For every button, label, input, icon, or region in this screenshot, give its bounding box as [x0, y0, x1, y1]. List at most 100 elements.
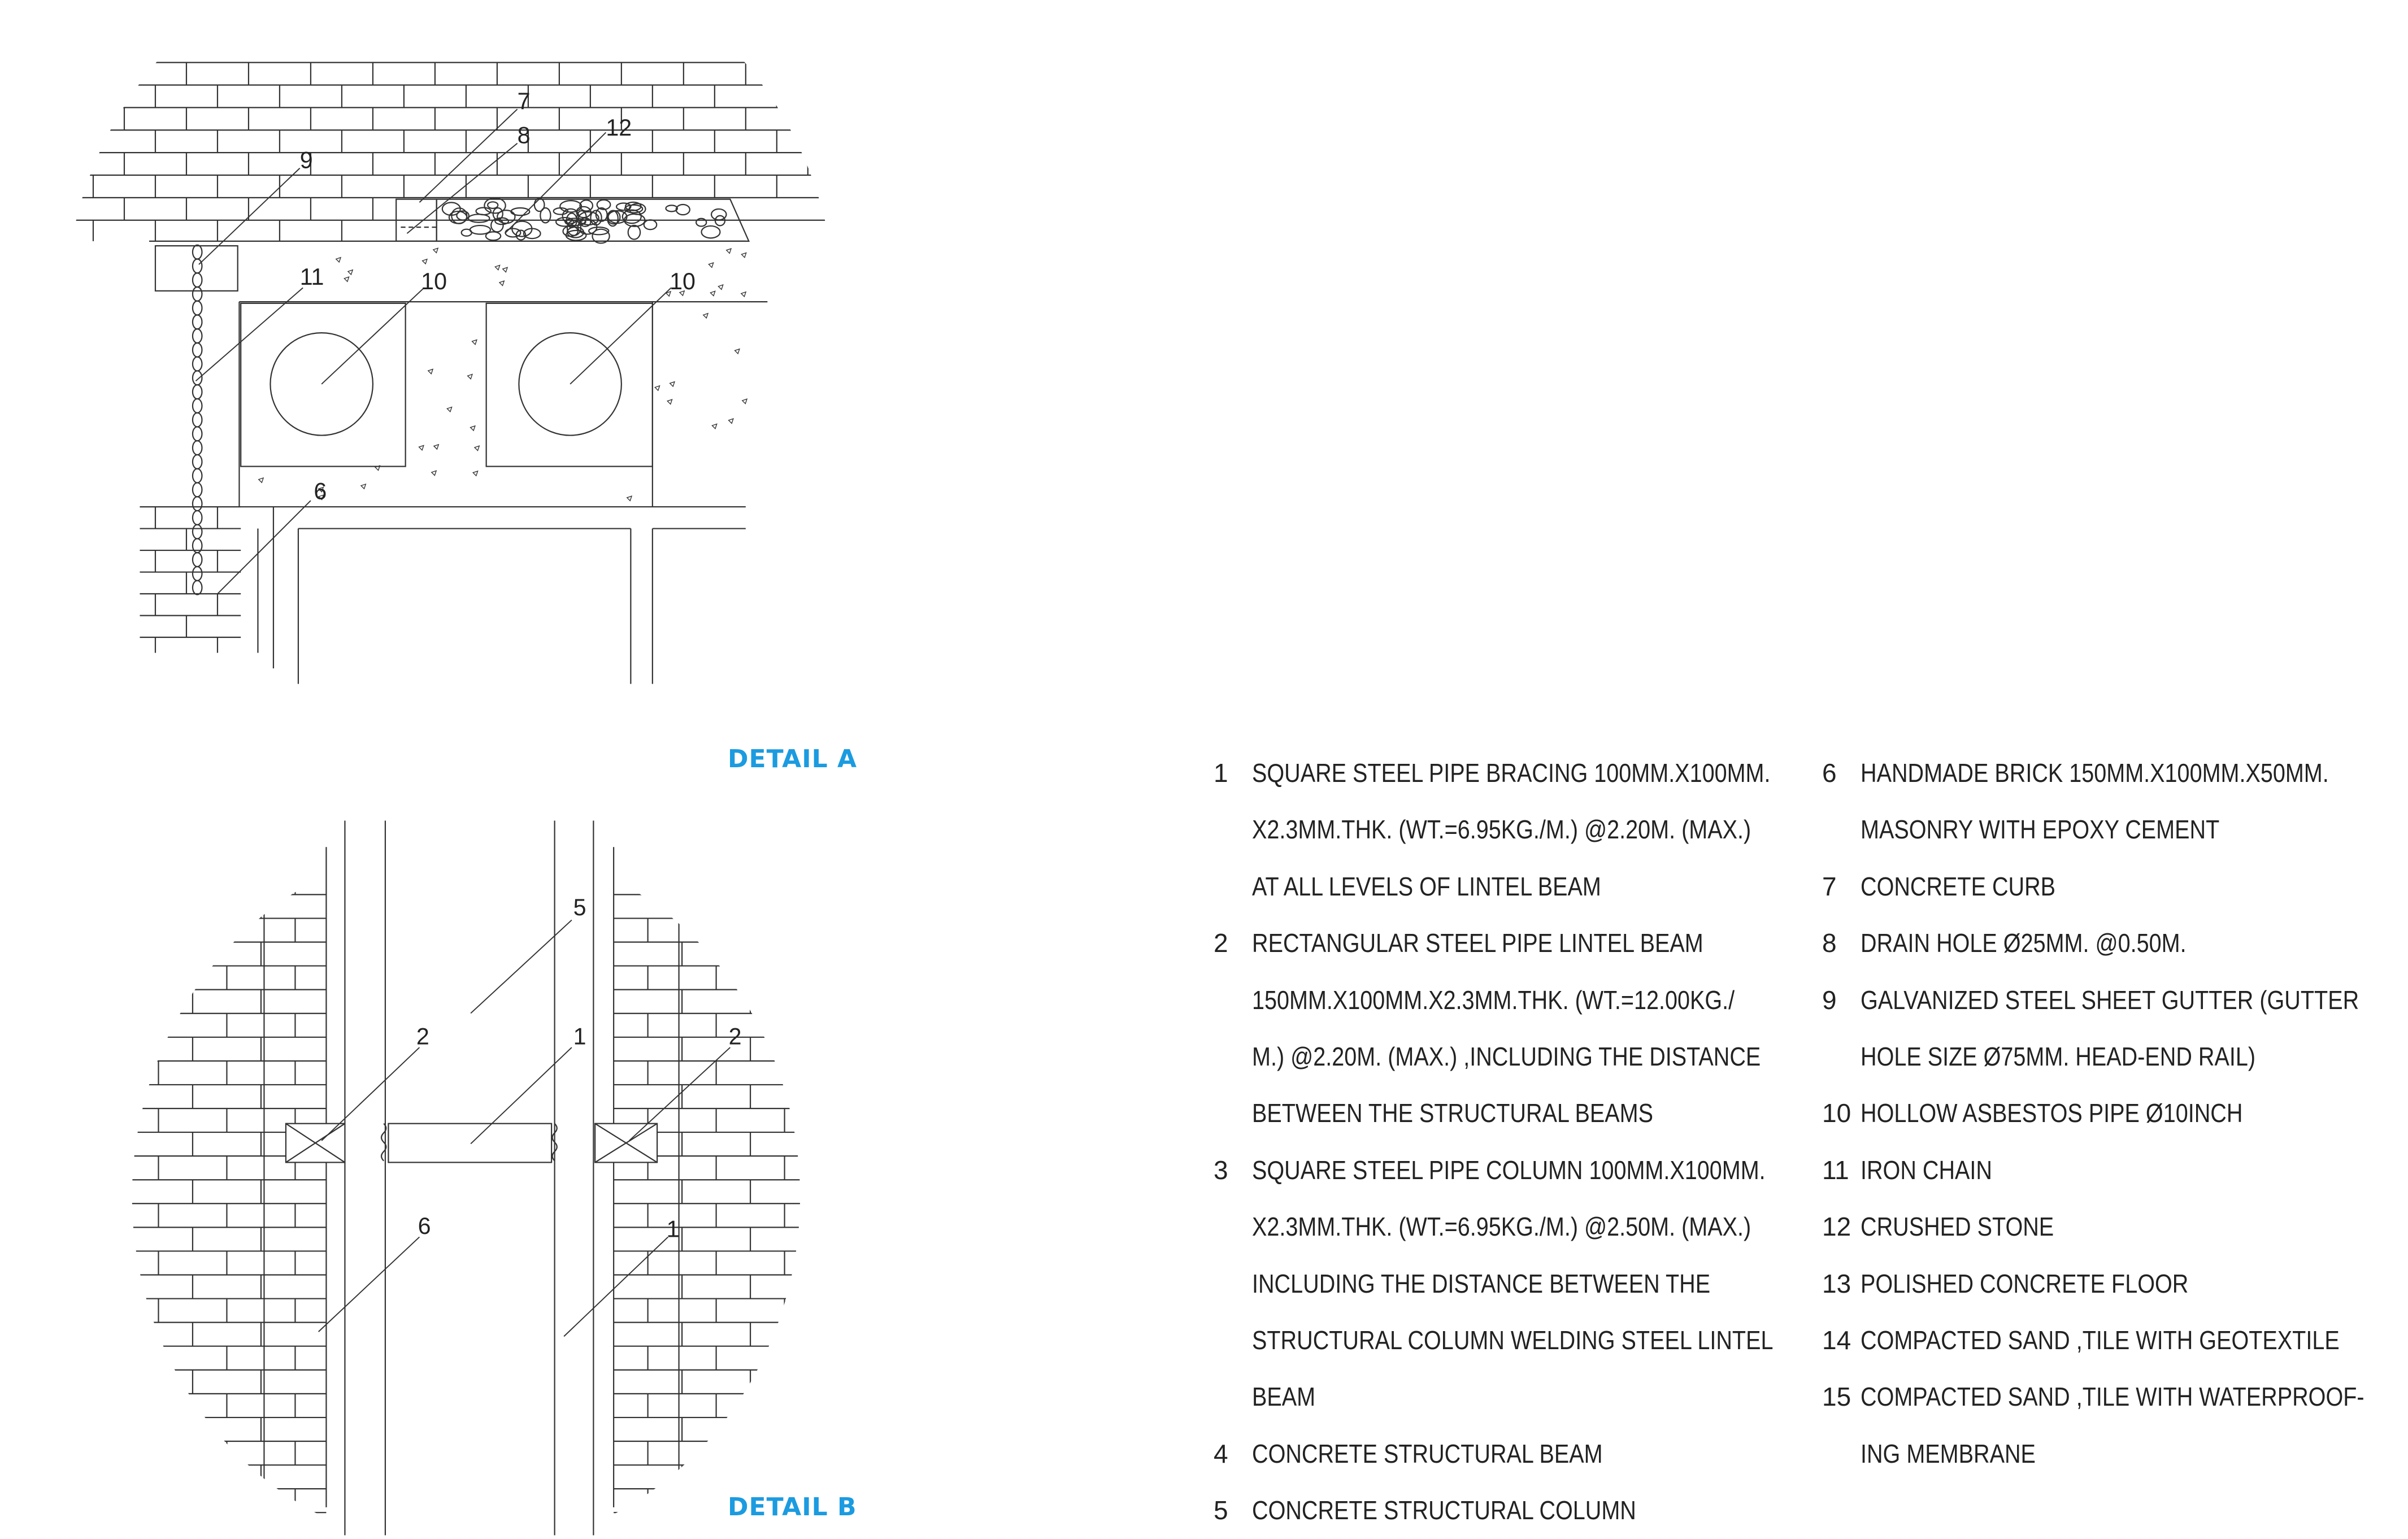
pipe-box-right	[485, 302, 653, 467]
brick-walls-b	[132, 846, 801, 1536]
legend-text: IRON CHAIN	[1861, 1142, 2398, 1198]
legend-line: X2.3MM.THK. (WT.=6.95KG./M.) @2.20M. (MA…	[1252, 815, 1751, 845]
legend-line: M.) @2.20M. (MAX.) ,INCLUDING THE DISTAN…	[1252, 1042, 1761, 1072]
legend-number: 7	[1822, 871, 1837, 901]
legend-text: CRUSHED STONE	[1861, 1198, 2398, 1255]
legend-line: X2.3MM.THK. (WT.=6.95KG./M.) @2.50M. (MA…	[1252, 1212, 1751, 1242]
legend-line: BEAM	[1252, 1382, 1316, 1412]
detail-a-drawing	[65, 62, 836, 684]
callout-b-2-right: 2	[729, 1023, 742, 1049]
legend-text: CONCRETE STRUCTURAL COLUMN	[1252, 1482, 1779, 1538]
callout-a-6: 6	[314, 478, 327, 504]
legend-text: CONCRETE CURB	[1861, 858, 2398, 915]
callout-a-7: 7	[518, 88, 531, 114]
legend-number: 3	[1214, 1155, 1228, 1185]
legend-line: POLISHED CONCRETE FLOOR	[1861, 1268, 2189, 1298]
legend-text: COMPACTED SAND ,TILE WITH WATERPROOF- ING…	[1861, 1368, 2408, 1482]
legend-text: SQUARE STEEL PIPE COLUMN 100MM.X100MM. X2…	[1252, 1142, 1858, 1425]
legend-number: 12	[1822, 1212, 1851, 1242]
legend-item: 7 CONCRETE CURB	[1822, 858, 2398, 915]
legend-number: 15	[1822, 1382, 1851, 1412]
legend-line: DRAIN HOLE Ø25MM. @0.50M.	[1861, 928, 2187, 958]
legend-line: AT ALL LEVELS OF LINTEL BEAM	[1252, 871, 1601, 901]
brick-wall-left	[140, 506, 241, 653]
legend-text: HOLLOW ASBESTOS PIPE Ø10INCH	[1861, 1085, 2398, 1141]
callout-a-8: 8	[518, 123, 531, 149]
callout-b-2-left: 2	[416, 1023, 429, 1049]
legend-number: 1	[1214, 758, 1228, 788]
legend-left-column: 1 SQUARE STEEL PIPE BRACING 100MM.X100MM.…	[1214, 745, 1779, 1539]
legend-number: 8	[1822, 928, 1837, 958]
legend-item: 13 POLISHED CONCRETE FLOOR	[1822, 1255, 2398, 1312]
callout-b-5: 5	[573, 894, 586, 920]
legend-text: COMPACTED SAND ,TILE WITH GEOTEXTILE	[1861, 1312, 2408, 1368]
callout-a-9: 9	[300, 147, 313, 173]
callout-b-1-right: 1	[667, 1216, 680, 1242]
legend-line: ING MEMBRANE	[1861, 1438, 2036, 1468]
legend-text: GALVANIZED STEEL SHEET GUTTER (GUTTER HOL…	[1861, 972, 2408, 1085]
leader-lines-b	[318, 919, 731, 1337]
asbestos-pipe-left	[270, 332, 374, 436]
legend-line: CONCRETE STRUCTURAL BEAM	[1252, 1438, 1603, 1468]
callout-a-11: 11	[300, 264, 324, 290]
legend-line: STRUCTURAL COLUMN WELDING STEEL LINTEL	[1252, 1325, 1774, 1355]
legend-number: 14	[1822, 1325, 1851, 1355]
legend-item: 4 CONCRETE STRUCTURAL BEAM	[1214, 1425, 1779, 1482]
legend-text: HANDMADE BRICK 150MM.X100MM.X50MM.MASONR…	[1861, 745, 2405, 858]
detail-b-title: DETAIL B	[728, 1493, 857, 1521]
legend-line: INCLUDING THE DISTANCE BETWEEN THE	[1252, 1268, 1711, 1298]
callout-b-6: 6	[418, 1213, 431, 1239]
legend-number: 6	[1822, 758, 1837, 788]
legend-item: 15 COMPACTED SAND ,TILE WITH WATERPROOF- I…	[1822, 1368, 2398, 1482]
legend-item: 10 HOLLOW ASBESTOS PIPE Ø10INCH	[1822, 1085, 2398, 1141]
legend-number: 2	[1214, 928, 1228, 958]
legend-item: 3 SQUARE STEEL PIPE COLUMN 100MM.X100MM. X…	[1214, 1142, 1779, 1425]
legend-line: SQUARE STEEL PIPE COLUMN 100MM.X100MM.	[1252, 1155, 1766, 1185]
legend-number: 4	[1214, 1438, 1228, 1468]
legend-text: SQUARE STEEL PIPE BRACING 100MM.X100MM. X…	[1252, 745, 1855, 915]
legend-text: DRAIN HOLE Ø25MM. @0.50M.	[1861, 915, 2398, 971]
gutter	[154, 245, 238, 292]
callout-a-12: 12	[606, 115, 632, 141]
legend-line: BETWEEN THE STRUCTURAL BEAMS	[1252, 1098, 1653, 1128]
legend-line: CONCRETE STRUCTURAL COLUMN	[1252, 1495, 1636, 1525]
legend-number: 9	[1822, 985, 1837, 1015]
legend-number: 13	[1822, 1268, 1851, 1298]
crushed-stone	[436, 198, 750, 242]
legend-line: CRUSHED STONE	[1861, 1212, 2054, 1242]
detail-b-drawing	[132, 820, 801, 1536]
legend-line: HOLE SIZE Ø75MM. HEAD-END RAIL)	[1861, 1042, 2256, 1072]
legend-line: IRON CHAIN	[1861, 1155, 1992, 1185]
concrete-beam	[140, 240, 768, 684]
iron-chain	[192, 244, 203, 595]
legend-text: CONCRETE STRUCTURAL BEAM	[1252, 1425, 1779, 1482]
callout-a-10-left: 10	[421, 268, 447, 294]
legend-number: 10	[1822, 1098, 1851, 1128]
legend-line: CONCRETE CURB	[1861, 871, 2056, 901]
pipe-box-left	[240, 302, 406, 467]
legend-line: MASONRY WITH EPOXY CEMENT	[1861, 815, 2220, 845]
legend-number: 5	[1214, 1495, 1228, 1525]
callout-a-10-right: 10	[670, 268, 696, 294]
legend-line: SQUARE STEEL PIPE BRACING 100MM.X100MM.	[1252, 758, 1771, 788]
legend-line: HOLLOW ASBESTOS PIPE Ø10INCH	[1861, 1098, 2243, 1128]
legend-item: 1 SQUARE STEEL PIPE BRACING 100MM.X100MM.…	[1214, 745, 1779, 915]
detail-a-title: DETAIL A	[728, 745, 858, 773]
legend-item: 5 CONCRETE STRUCTURAL COLUMN	[1214, 1482, 1779, 1538]
callout-b-1-mid: 1	[573, 1023, 586, 1049]
steel-bracing	[388, 1123, 553, 1163]
legend-text: POLISHED CONCRETE FLOOR	[1861, 1255, 2398, 1312]
legend-item: 8 DRAIN HOLE Ø25MM. @0.50M.	[1822, 915, 2398, 971]
legend-item: 12 CRUSHED STONE	[1822, 1198, 2398, 1255]
legend-line: COMPACTED SAND ,TILE WITH WATERPROOF-	[1861, 1382, 2364, 1412]
leader-lines-a	[195, 108, 672, 594]
legend-line: GALVANIZED STEEL SHEET GUTTER (GUTTER	[1861, 985, 2359, 1015]
legend-line: RECTANGULAR STEEL PIPE LINTEL BEAM	[1252, 928, 1703, 958]
